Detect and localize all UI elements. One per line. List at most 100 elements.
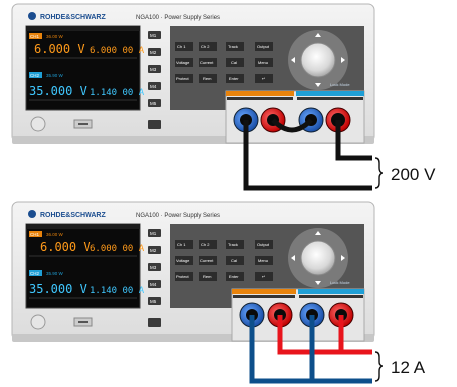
keyboard-lock-button[interactable] bbox=[148, 120, 161, 129]
key-cal-label: Cal bbox=[231, 60, 237, 65]
parallel-current-label: 12 A bbox=[391, 358, 426, 377]
rotary-knob[interactable] bbox=[300, 42, 336, 78]
key-enter-label: Enter bbox=[229, 76, 239, 81]
key-rem[interactable] bbox=[199, 74, 217, 83]
ch2-current-readout: 1.140 00 A bbox=[90, 286, 145, 296]
memory-button-m2[interactable] bbox=[148, 48, 161, 56]
memory-button-m4[interactable] bbox=[148, 280, 161, 288]
key-return-label: ↵ bbox=[262, 76, 265, 81]
memory-button-m4-label: M4 bbox=[150, 282, 157, 287]
memory-button-m5[interactable] bbox=[148, 297, 161, 305]
arrow-up-icon bbox=[315, 231, 321, 235]
ch1-badge-label: CH1 bbox=[30, 34, 39, 39]
key-menu-label: Menu bbox=[258, 258, 268, 263]
series-jumper bbox=[271, 118, 313, 133]
key-ch2-label: Ch 2 bbox=[201, 242, 210, 247]
key-output[interactable] bbox=[255, 240, 273, 249]
key-menu[interactable] bbox=[255, 58, 273, 67]
key-ch2[interactable] bbox=[199, 42, 217, 51]
key-return[interactable] bbox=[255, 74, 273, 83]
memory-button-m5[interactable] bbox=[148, 99, 161, 107]
ch2-voltage-readout: 35.000 V bbox=[29, 282, 87, 296]
ch1-badge bbox=[29, 33, 42, 39]
key-enter-label: Enter bbox=[229, 274, 239, 279]
lock-mode-label: Lock Mode bbox=[330, 280, 350, 285]
key-rem-label: Rem bbox=[203, 274, 212, 279]
key-voltage[interactable] bbox=[175, 256, 193, 265]
key-menu[interactable] bbox=[255, 256, 273, 265]
brand-logo-icon bbox=[28, 210, 36, 218]
model-name: NGA100 · Power Supply Series bbox=[136, 213, 220, 219]
key-ch2-label: Ch 2 bbox=[201, 44, 210, 49]
key-menu-label: Menu bbox=[258, 60, 268, 65]
key-cal-label: Cal bbox=[231, 258, 237, 263]
memory-button-m3[interactable] bbox=[148, 263, 161, 271]
key-current-label: Current bbox=[200, 60, 214, 65]
rotary-knob[interactable] bbox=[300, 240, 336, 276]
key-protect-label: Protect bbox=[176, 76, 190, 81]
memory-button-m2[interactable] bbox=[148, 246, 161, 254]
key-ch1[interactable] bbox=[175, 42, 193, 51]
key-output-label: Output bbox=[257, 44, 270, 49]
memory-button-m3[interactable] bbox=[148, 65, 161, 73]
memory-button-m1[interactable] bbox=[148, 31, 161, 39]
ch1-current-readout: 6.000 00 A bbox=[90, 244, 145, 254]
key-cal[interactable] bbox=[226, 58, 244, 67]
key-protect[interactable] bbox=[175, 272, 193, 281]
memory-button-m1[interactable] bbox=[148, 229, 161, 237]
key-output[interactable] bbox=[255, 42, 273, 51]
ch1-current-readout: 6.000 00 A bbox=[90, 46, 145, 56]
arrow-down-icon bbox=[315, 83, 321, 87]
brand-name: ROHDE&SCHWARZ bbox=[40, 212, 106, 219]
parallel-brace bbox=[374, 351, 384, 382]
power-button[interactable] bbox=[30, 116, 46, 132]
key-track[interactable] bbox=[226, 42, 244, 51]
memory-button-m4-label: M4 bbox=[150, 84, 157, 89]
key-track[interactable] bbox=[226, 240, 244, 249]
ch1-badge bbox=[29, 231, 42, 237]
memory-button-m5-label: M5 bbox=[150, 299, 157, 304]
arrow-up-icon bbox=[315, 33, 321, 37]
key-protect[interactable] bbox=[175, 74, 193, 83]
lock-mode-label: Lock Mode bbox=[330, 82, 350, 87]
ch2-current-readout: 1.140 00 A bbox=[90, 88, 145, 98]
arrow-right-icon bbox=[341, 57, 345, 63]
arrow-left-icon bbox=[291, 57, 295, 63]
memory-button-m2-label: M2 bbox=[150, 248, 157, 253]
key-cal[interactable] bbox=[226, 256, 244, 265]
ch2-badge bbox=[29, 270, 42, 276]
power-button[interactable] bbox=[30, 314, 46, 330]
key-return[interactable] bbox=[255, 272, 273, 281]
key-rem[interactable] bbox=[199, 272, 217, 281]
key-current[interactable] bbox=[199, 256, 217, 265]
key-ch1-label: Ch 1 bbox=[177, 242, 186, 247]
model-name: NGA100 · Power Supply Series bbox=[136, 15, 220, 21]
ch1-voltage-readout: 6.000 V bbox=[34, 42, 85, 56]
key-ch2[interactable] bbox=[199, 240, 217, 249]
ch2-setpoint: 35.90 W bbox=[46, 271, 64, 276]
key-enter[interactable] bbox=[226, 74, 244, 83]
brand-logo-icon bbox=[28, 12, 36, 20]
series-wire-positive bbox=[335, 120, 372, 161]
memory-buttons: M1 M2 M3 M4 M5 bbox=[148, 229, 161, 305]
arrow-right-icon bbox=[341, 255, 345, 261]
memory-button-m1-label: M1 bbox=[150, 231, 157, 236]
memory-button-m3-label: M3 bbox=[150, 67, 157, 72]
ch1-setpoint: 36.00 W bbox=[46, 34, 64, 39]
key-voltage-label: Voltage bbox=[176, 60, 190, 65]
ch2-badge-label: CH2 bbox=[30, 73, 39, 78]
key-current[interactable] bbox=[199, 58, 217, 67]
parallel-negative-bus bbox=[249, 315, 372, 384]
key-voltage[interactable] bbox=[175, 58, 193, 67]
key-protect-label: Protect bbox=[176, 274, 190, 279]
memory-button-m1-label: M1 bbox=[150, 33, 157, 38]
keyboard-lock-button[interactable] bbox=[148, 318, 161, 327]
arrow-down-icon bbox=[315, 281, 321, 285]
memory-button-m4[interactable] bbox=[148, 82, 161, 90]
key-enter[interactable] bbox=[226, 272, 244, 281]
key-ch1-label: Ch 1 bbox=[177, 44, 186, 49]
key-ch1[interactable] bbox=[175, 240, 193, 249]
ch2-voltage-readout: 35.000 V bbox=[29, 84, 87, 98]
parallel-wiring bbox=[249, 315, 372, 384]
